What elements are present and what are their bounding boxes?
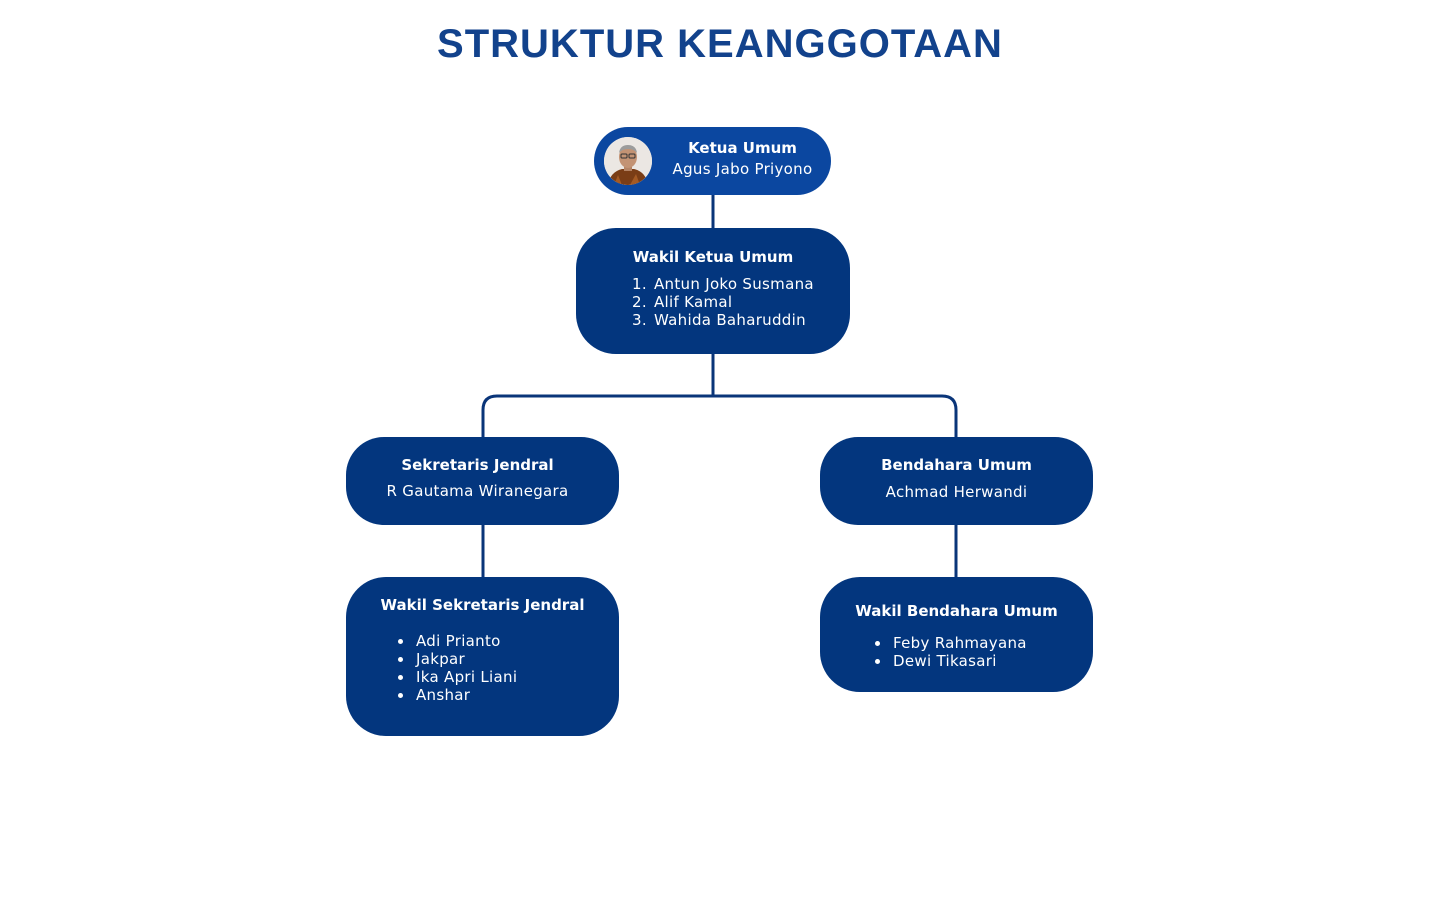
connector-branch [481, 394, 958, 437]
bendahara-umum-role: Bendahara Umum [881, 456, 1032, 474]
list-item: Alif Kamal [652, 293, 814, 311]
bendahara-umum-name: Achmad Herwandi [885, 483, 1028, 501]
wakil-bendahara-umum-role: Wakil Bendahara Umum [855, 602, 1058, 620]
node-wakil-bendahara-umum: Wakil Bendahara Umum Feby Rahmayana Dewi… [820, 577, 1093, 692]
ketua-umum-name: Agus Jabo Priyono [672, 160, 813, 178]
node-bendahara-umum: Bendahara Umum Achmad Herwandi [820, 437, 1093, 525]
list-item: Antun Joko Susmana [652, 275, 814, 293]
list-item: Ika Apri Liani [414, 668, 517, 686]
list-item: Adi Prianto [414, 632, 517, 650]
page-title: STRUKTUR KEANGGOTAAN [437, 22, 1003, 66]
node-wakil-sekretaris-jendral: Wakil Sekretaris Jendral Adi Prianto Jak… [346, 577, 619, 736]
avatar [604, 137, 652, 185]
node-wakil-ketua-umum: Wakil Ketua Umum Antun Joko Susmana Alif… [576, 228, 850, 354]
list-item: Feby Rahmayana [891, 634, 1027, 652]
wakil-sekretaris-jendral-list: Adi Prianto Jakpar Ika Apri Liani Anshar [396, 632, 517, 704]
wakil-sekretaris-jendral-role: Wakil Sekretaris Jendral [380, 596, 585, 614]
ketua-umum-role: Ketua Umum [688, 139, 797, 157]
list-item: Anshar [414, 686, 517, 704]
list-item: Dewi Tikasari [891, 652, 1027, 670]
wakil-ketua-umum-list: Antun Joko Susmana Alif Kamal Wahida Bah… [632, 275, 814, 329]
list-item: Wahida Baharuddin [652, 311, 814, 329]
sekretaris-jendral-role: Sekretaris Jendral [401, 456, 554, 474]
wakil-bendahara-umum-list: Feby Rahmayana Dewi Tikasari [872, 634, 1027, 670]
list-item: Jakpar [414, 650, 517, 668]
wakil-ketua-umum-role: Wakil Ketua Umum [632, 248, 794, 266]
node-sekretaris-jendral: Sekretaris Jendral R Gautama Wiranegara [346, 437, 619, 525]
sekretaris-jendral-name: R Gautama Wiranegara [386, 482, 569, 500]
node-ketua-umum: Ketua Umum Agus Jabo Priyono [594, 127, 831, 195]
